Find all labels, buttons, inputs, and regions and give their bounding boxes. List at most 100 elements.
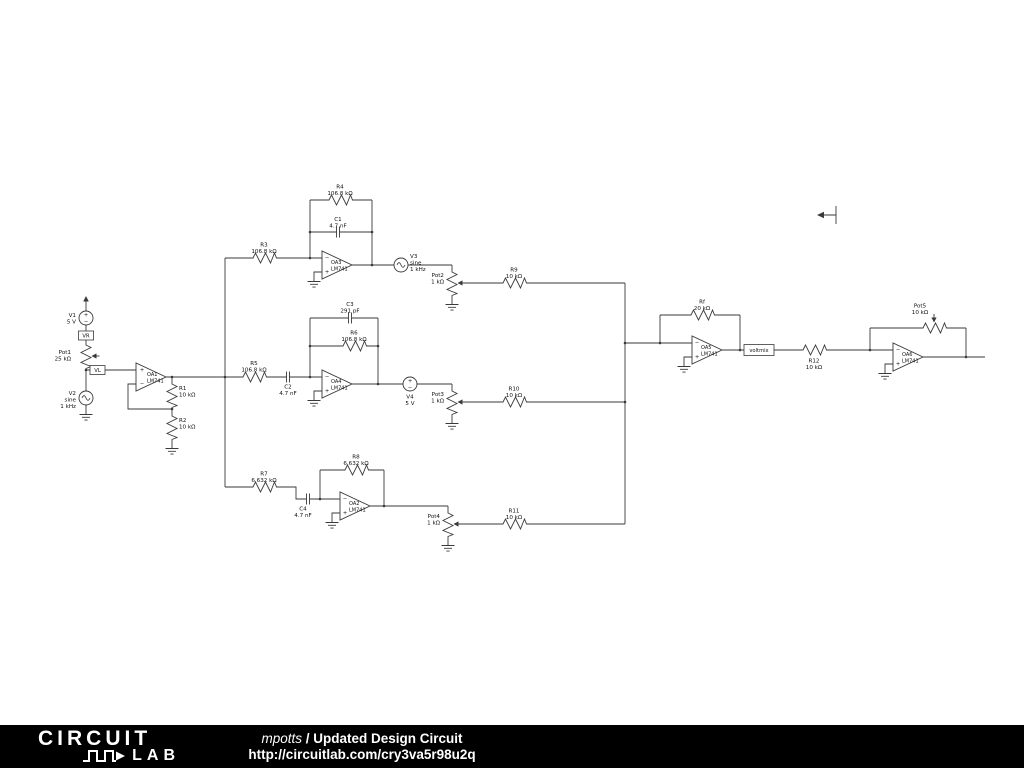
oa5-value-label: LM741 — [701, 352, 718, 358]
r11-value-label: 10 kΩ — [506, 515, 523, 521]
junction-dot — [223, 375, 227, 379]
component-oa4[interactable]: − + OA4 LM741 — [321, 369, 353, 399]
component-c1[interactable]: C1 4.7 nF — [329, 217, 347, 238]
c2-value-label: 4.7 nF — [279, 391, 296, 397]
r6-name-label: R6 — [350, 331, 358, 337]
net-flag-voltmix[interactable]: voltmix — [743, 344, 775, 356]
resistor-symbol — [239, 371, 269, 383]
r12-name-label: R12 — [808, 359, 819, 365]
component-r8[interactable]: R8 6.632 kΩ — [341, 455, 371, 476]
component-rf[interactable]: Rf 20 kΩ — [687, 300, 717, 321]
ground-symbol — [441, 541, 455, 552]
r5-name-label: R5 — [250, 361, 258, 367]
junction-dot — [868, 348, 872, 352]
v3-freq-label: 1 kHz — [410, 267, 426, 273]
component-v4[interactable]: + − V4 5 V — [402, 376, 418, 407]
title-separator: / — [305, 730, 310, 746]
net-flag-vr[interactable]: VR — [78, 330, 94, 341]
wiper-arrow-icon — [453, 521, 459, 527]
minus-input-sign: − — [140, 382, 144, 388]
r11-name-label: R11 — [508, 509, 519, 515]
wire-top-branch — [225, 199, 625, 301]
r4-value-label: 106.8 kΩ — [327, 191, 353, 197]
plus-input-sign: + — [695, 355, 699, 361]
component-r2[interactable]: R2 10 kΩ — [166, 412, 196, 442]
component-oa1[interactable]: + − OA1 LM741 — [135, 362, 167, 392]
squarewave-icon — [83, 749, 126, 762]
minus-input-sign: − — [343, 497, 347, 503]
component-pot5[interactable]: Pot5 10 kΩ — [912, 304, 949, 334]
r3-name-label: R3 — [260, 243, 268, 249]
junction-dot — [376, 344, 380, 348]
ground-symbol — [878, 369, 892, 380]
oa4-value-label: LM741 — [331, 386, 348, 392]
component-c2[interactable]: C2 4.7 nF — [279, 371, 297, 398]
ground-symbol — [79, 410, 93, 421]
author-name[interactable]: mpotts — [261, 730, 302, 746]
r1-value-label: 10 kΩ — [179, 393, 196, 399]
flag-box — [743, 344, 775, 356]
component-r12[interactable]: R12 10 kΩ — [799, 344, 829, 371]
component-v3[interactable]: V3 sine 1 kHz — [393, 254, 426, 273]
resistor-symbol — [166, 380, 178, 410]
v4-value-label: 5 V — [405, 401, 414, 407]
component-r11[interactable]: R11 10 kΩ — [499, 509, 529, 530]
v3-name-label: V3 — [410, 254, 418, 260]
wiper-arrow-icon — [931, 317, 937, 323]
component-c4[interactable]: C4 4.7 nF — [294, 493, 315, 520]
r2-value-label: 10 kΩ — [179, 425, 196, 431]
component-v2[interactable]: V2 sine 1 kHz — [60, 390, 94, 410]
r9-name-label: R9 — [510, 268, 518, 274]
ground-symbol — [307, 277, 321, 288]
pot5-name-label: Pot5 — [914, 304, 927, 310]
junction-dot — [382, 504, 386, 508]
resistor-symbol — [446, 387, 458, 417]
junction-dot — [308, 375, 312, 379]
r8-name-label: R8 — [352, 455, 360, 461]
component-oa3[interactable]: − + OA3 LM741 — [321, 250, 353, 280]
component-v1[interactable]: + − V1 5 V — [67, 310, 94, 326]
component-r9[interactable]: R9 10 kΩ — [499, 268, 529, 289]
junction-dot — [623, 341, 627, 345]
oa6-name-label: OA6 — [902, 352, 912, 358]
component-c3[interactable]: C3 291 pF — [340, 302, 360, 324]
component-pot1[interactable]: Pot1 25 kΩ — [55, 341, 100, 371]
terminal-arrow-icon — [83, 296, 89, 302]
plus-input-sign: + — [896, 362, 900, 368]
net-flag-vl[interactable]: VL — [89, 365, 106, 375]
component-r4[interactable]: R4 106.8 kΩ — [325, 185, 355, 206]
r10-value-label: 10 kΩ — [506, 393, 523, 399]
r10-name-label: R10 — [508, 387, 519, 393]
component-oa5[interactable]: − + OA5 LM741 — [691, 335, 723, 365]
r12-value-label: 10 kΩ — [806, 365, 823, 371]
component-r5[interactable]: R5 106.8 kΩ — [239, 361, 269, 383]
circuit-url[interactable]: http://circuitlab.com/cry3va5r98u2q — [248, 746, 476, 762]
component-oa2[interactable]: − + OA2 LM741 — [339, 491, 371, 521]
component-oa6[interactable]: − + OA6 LM741 — [892, 342, 924, 372]
ground-symbol — [307, 396, 321, 407]
component-pot3[interactable]: Pot3 1 kΩ — [431, 387, 463, 417]
r4-name-label: R4 — [336, 185, 344, 191]
flag-lines — [822, 206, 837, 224]
junction-dot — [84, 368, 88, 372]
component-pot2[interactable]: Pot2 1 kΩ — [431, 268, 463, 298]
junction-dot — [308, 256, 312, 260]
v4-name-label: V4 — [406, 395, 414, 401]
component-r1[interactable]: R1 10 kΩ — [166, 380, 196, 410]
circuitlab-logo[interactable]: CIRCUIT LAB — [38, 728, 180, 765]
ground-symbol — [445, 300, 459, 311]
rf-value-label: 20 kΩ — [694, 306, 711, 312]
c3-name-label: C3 — [346, 302, 354, 308]
resistor-symbol — [799, 344, 829, 356]
component-r6[interactable]: R6 106.8 kΩ — [339, 331, 369, 352]
rf-name-label: Rf — [699, 300, 706, 306]
component-pot4[interactable]: Pot4 1 kΩ — [427, 509, 459, 539]
resistor-symbol — [442, 509, 454, 539]
pot5-value-label: 10 kΩ — [912, 310, 929, 316]
component-r10[interactable]: R10 10 kΩ — [499, 387, 529, 408]
component-r7[interactable]: R7 6.632 kΩ — [249, 472, 279, 493]
r1-name-label: R1 — [179, 386, 187, 392]
r5-value-label: 106.8 kΩ — [241, 368, 267, 374]
component-r3[interactable]: R3 106.8 kΩ — [249, 243, 279, 264]
junction-dot — [658, 341, 662, 345]
